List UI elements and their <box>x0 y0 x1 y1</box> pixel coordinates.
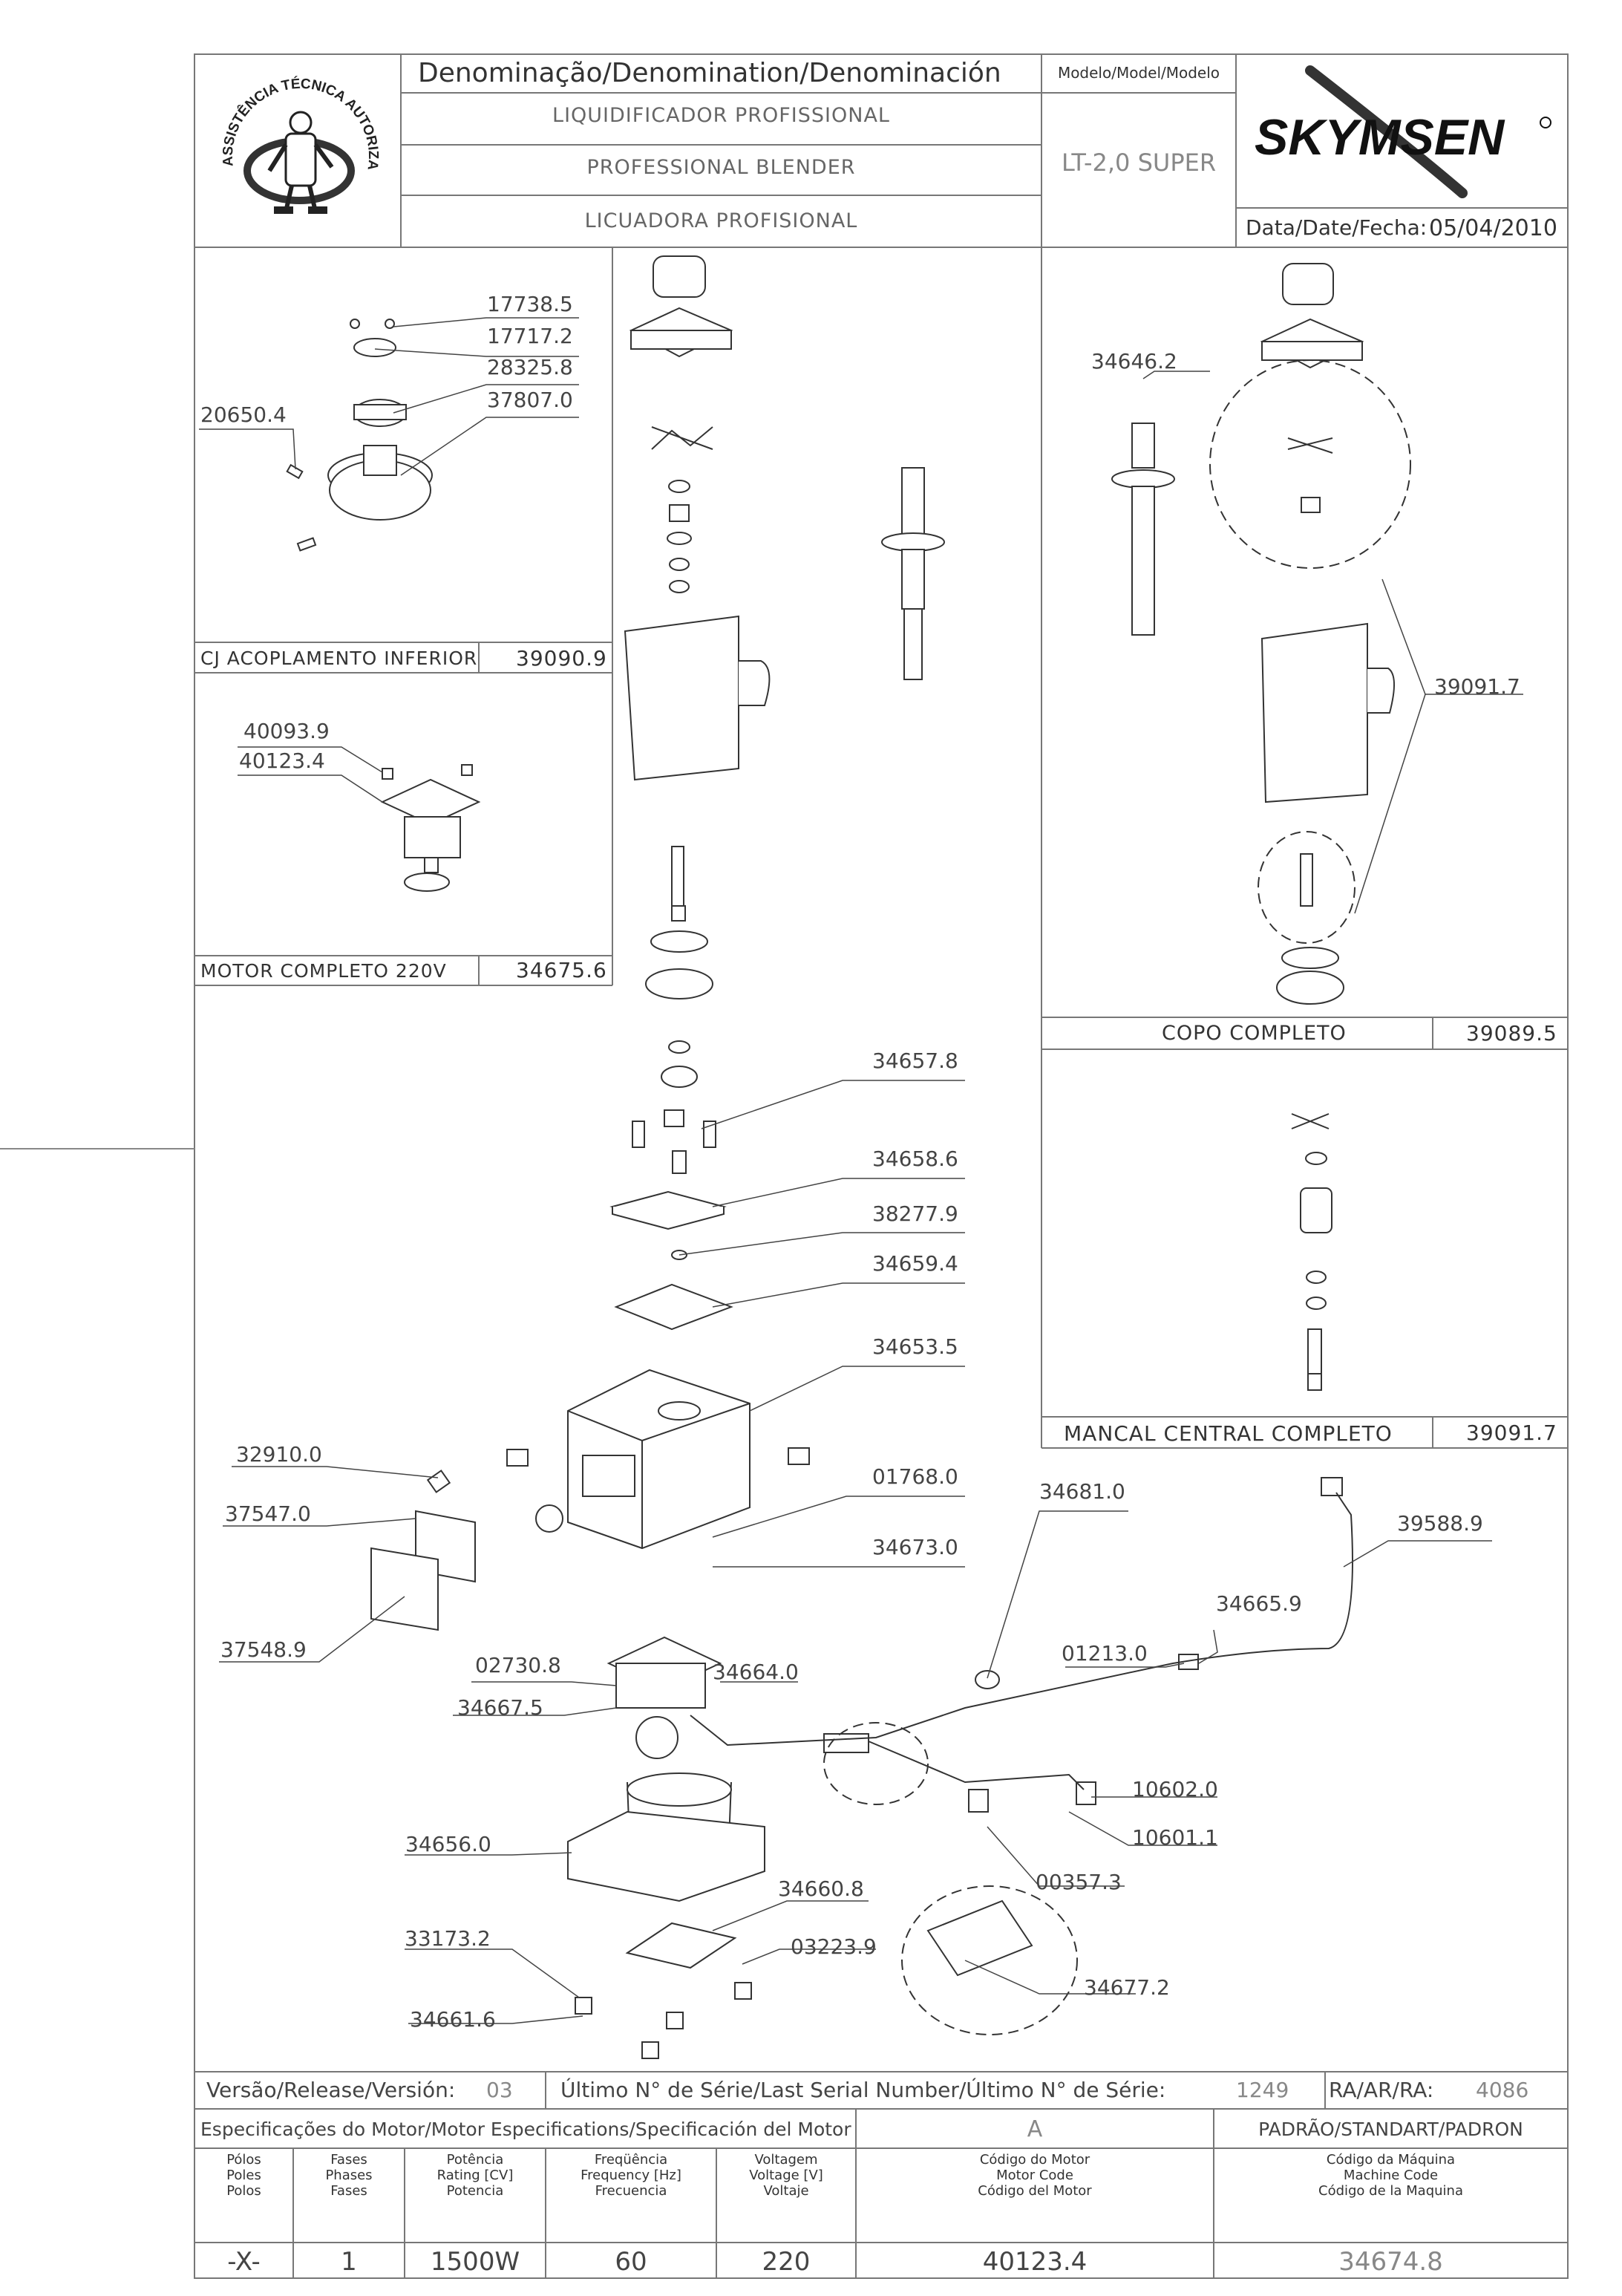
part-10601-1: 10601.1 <box>1132 1825 1218 1850</box>
date-label: Data/Date/Fecha: <box>1246 215 1428 240</box>
spec-col-poles: Pólos Poles Polos <box>226 2152 261 2199</box>
part-39091-7-detail: 39091.7 <box>1434 674 1520 699</box>
part-10602-0: 10602.0 <box>1132 1777 1218 1801</box>
part-34658-6: 34658.6 <box>872 1147 958 1171</box>
part-28325-8: 28325.8 <box>487 355 573 379</box>
spec-col-machine-code: Código da Máquina Machine Code Código de… <box>1318 2152 1463 2199</box>
assembly-lower-coupling-label: CJ ACOPLAMENTO INFERIOR <box>200 648 478 669</box>
cup-assembly-drawing <box>609 255 771 1331</box>
part-17717-2: 17717.2 <box>487 324 573 348</box>
motor-drawing <box>380 764 481 892</box>
assembly-cup-code: 39089.5 <box>1466 1021 1557 1046</box>
spec-col-voltage: Voltagem Voltage [V] Voltaje <box>749 2152 823 2199</box>
motor-spec-label: Especificações do Motor/Motor Especifica… <box>200 2119 851 2140</box>
part-01213-0: 01213.0 <box>1062 1641 1148 1666</box>
assembly-cup-label: COPO COMPLETO <box>1162 1022 1347 1045</box>
part-39588-9: 39588.9 <box>1397 1511 1483 1536</box>
value-machine-code: 34674.8 <box>1338 2247 1443 2277</box>
ra-label: RA/AR/RA: <box>1329 2078 1434 2102</box>
part-20650-4: 20650.4 <box>200 402 287 427</box>
assembly-motor-code: 34675.6 <box>516 958 607 982</box>
value-voltage: 220 <box>762 2247 811 2277</box>
part-38277-9: 38277.9 <box>872 1201 958 1226</box>
part-34659-4: 34659.4 <box>872 1251 958 1276</box>
part-02730-8: 02730.8 <box>475 1653 561 1677</box>
standard-label: PADRÃO/STANDART/PADRON <box>1258 2119 1523 2140</box>
value-frequency: 60 <box>615 2247 647 2277</box>
part-34656-0: 34656.0 <box>405 1832 491 1856</box>
drive-shaft-drawing <box>881 467 945 680</box>
part-34664-0: 34664.0 <box>713 1660 799 1684</box>
denomination-title: Denominação/Denomination/Denominación <box>418 58 1001 88</box>
part-17738-5: 17738.5 <box>487 292 573 316</box>
release-label: Versão/Release/Versión: <box>206 2078 456 2102</box>
part-34677-2: 34677.2 <box>1084 1975 1170 2000</box>
cup-complete-drawing <box>1111 263 1411 1005</box>
product-name-en: PROFESSIONAL BLENDER <box>586 156 856 179</box>
part-01768-0: 01768.0 <box>872 1464 958 1489</box>
part-03223-9: 03223.9 <box>791 1934 877 1959</box>
serial-value: 1249 <box>1236 2078 1289 2102</box>
part-34646-2: 34646.2 <box>1091 349 1177 374</box>
part-37807-0: 37807.0 <box>487 388 573 412</box>
value-poles: -X- <box>227 2247 261 2277</box>
authorized-service-seal: ASSISTÊNCIA TÉCNICA AUTORIZADA <box>212 59 390 241</box>
serial-label: Último N° de Série/Last Serial Number/Úl… <box>560 2078 1166 2102</box>
assembly-bearing-code: 39091.7 <box>1466 1421 1557 1445</box>
part-34657-8: 34657.8 <box>872 1048 958 1073</box>
product-name-pt: LIQUIDIFICADOR PROFISSIONAL <box>552 104 890 127</box>
electrical-drawing <box>823 1477 1343 2035</box>
value-phases: 1 <box>341 2247 357 2277</box>
spec-col-phases: Fases Phases Fases <box>325 2152 373 2199</box>
spec-col-motor-code: Código do Motor Motor Code Código del Mo… <box>978 2152 1092 2199</box>
part-32910-0: 32910.0 <box>236 1442 322 1467</box>
part-34653-5: 34653.5 <box>872 1334 958 1359</box>
part-37548-9: 37548.9 <box>220 1637 307 1662</box>
date-value: 05/04/2010 <box>1429 215 1557 241</box>
part-34665-9: 34665.9 <box>1216 1591 1302 1616</box>
model-value: LT-2,0 SUPER <box>1061 149 1217 177</box>
spec-col-frequency: Freqüência Frequency [Hz] Frecuencia <box>581 2152 681 2199</box>
model-label: Modelo/Model/Modelo <box>1057 64 1220 82</box>
lower-coupling-drawing <box>286 319 433 552</box>
part-34673-0: 34673.0 <box>872 1535 958 1559</box>
part-37547-0: 37547.0 <box>225 1501 311 1526</box>
part-40123-4: 40123.4 <box>239 749 325 773</box>
part-34667-5: 34667.5 <box>457 1695 543 1720</box>
base-housing-drawing <box>370 1369 810 1631</box>
spec-col-rating: Potência Rating [CV] Potencia <box>436 2152 514 2199</box>
assembly-bearing-label: MANCAL CENTRAL COMPLETO <box>1064 1421 1393 1446</box>
part-34660-8: 34660.8 <box>778 1876 864 1901</box>
part-34661-6: 34661.6 <box>410 2007 496 2032</box>
motor-base-drawing <box>567 1636 765 2059</box>
assembly-motor-label: MOTOR COMPLETO 220V <box>200 960 447 982</box>
value-rating: 1500W <box>430 2247 520 2277</box>
part-40093-9: 40093.9 <box>243 719 330 743</box>
central-bearing-drawing <box>1291 1113 1332 1391</box>
skymsen-logo: SKYMSEN <box>1240 59 1566 204</box>
product-name-es: LICUADORA PROFISIONAL <box>584 209 858 232</box>
part-33173-2: 33173.2 <box>405 1926 491 1951</box>
release-value: 03 <box>486 2078 513 2102</box>
svg-text:SKYMSEN: SKYMSEN <box>1255 109 1505 166</box>
ra-value: 4086 <box>1476 2078 1529 2102</box>
assembly-lower-coupling-code: 39090.9 <box>516 646 607 671</box>
motor-spec-value: A <box>1027 2116 1043 2142</box>
value-motor-code: 40123.4 <box>982 2247 1088 2277</box>
part-00357-3: 00357.3 <box>1036 1870 1122 1894</box>
part-34681-0: 34681.0 <box>1039 1479 1125 1504</box>
